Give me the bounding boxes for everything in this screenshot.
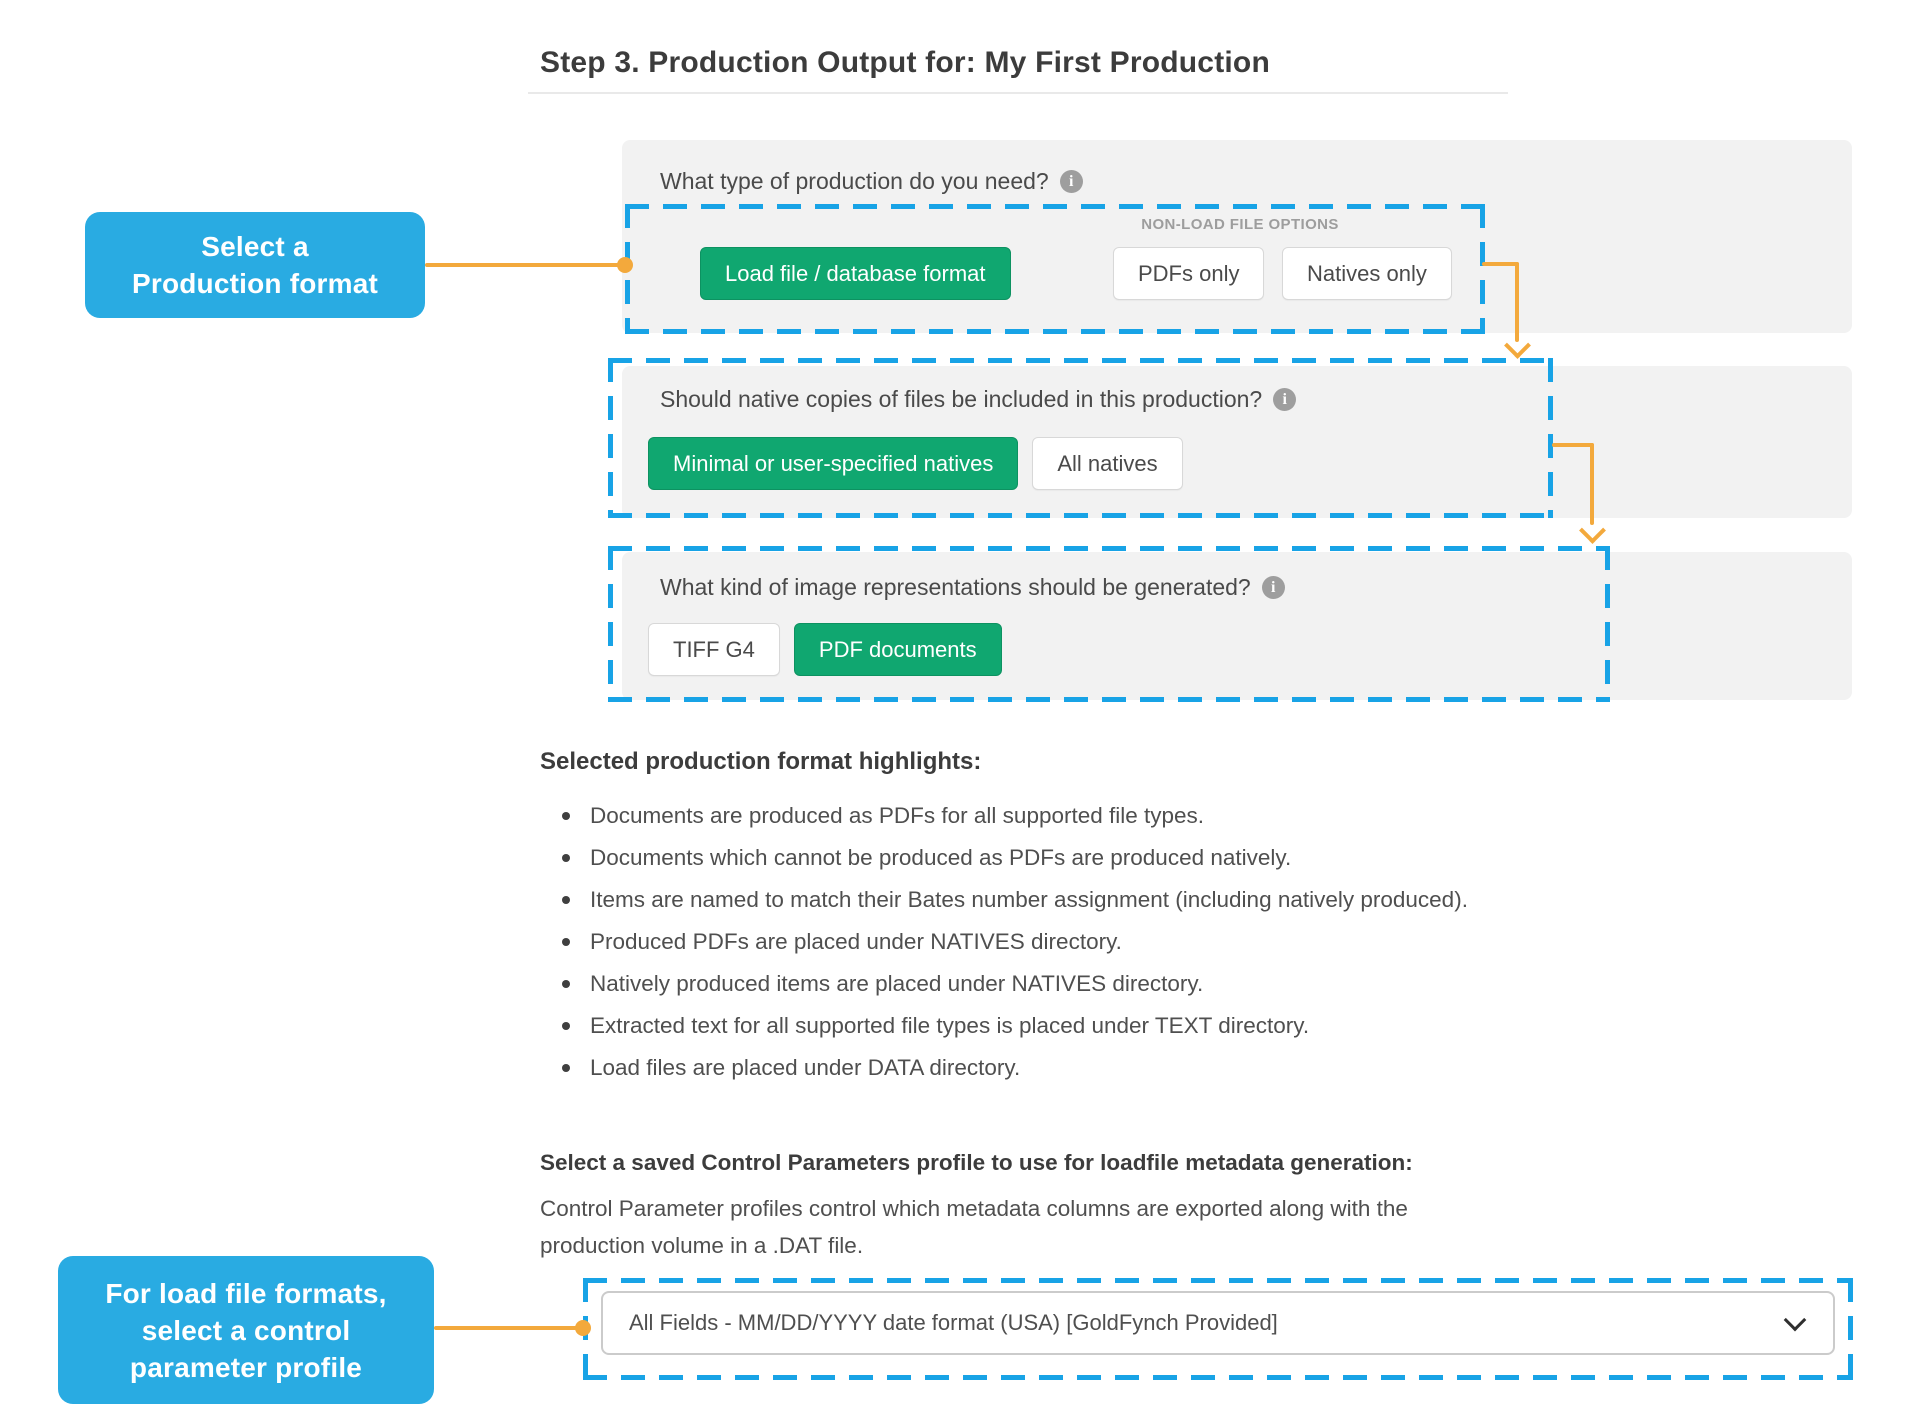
callout-line: Select a <box>201 231 309 262</box>
arrow-line <box>425 263 620 267</box>
arrow-line <box>1590 443 1594 525</box>
arrow-head-down-icon <box>1579 517 1606 544</box>
highlight-text: Extracted text for all supported file ty… <box>590 1013 1310 1038</box>
list-item: Natively produced items are placed under… <box>562 970 1468 998</box>
list-item: Documents which cannot be produced as PD… <box>562 844 1468 872</box>
control-parameters-description: Control Parameter profiles control which… <box>540 1196 1408 1258</box>
list-item: Items are named to match their Bates num… <box>562 886 1468 914</box>
arrow-line <box>1552 443 1594 447</box>
highlight-text: Items are named to match their Bates num… <box>590 887 1468 912</box>
callout-line: For load file formats, <box>105 1277 387 1309</box>
bullet-icon <box>562 938 570 946</box>
info-icon[interactable]: i <box>1059 170 1083 193</box>
minimal-natives-button[interactable]: Minimal or user-specified natives <box>648 437 1019 490</box>
question-production-type: What type of production do you need? i <box>660 168 1083 195</box>
natives-only-button[interactable]: Natives only <box>1282 247 1452 300</box>
callout-line: select a control <box>141 1314 351 1346</box>
arrow-dot <box>575 1320 591 1336</box>
highlights-list: Documents are produced as PDFs for all s… <box>562 802 1468 1096</box>
arrow-line <box>1515 262 1519 342</box>
highlight-text: Natively produced items are placed under… <box>590 971 1204 996</box>
callout-select-production-format: Select a Production format <box>85 212 425 318</box>
bullet-icon <box>562 1022 570 1030</box>
highlights-heading: Selected production format highlights: <box>540 748 982 775</box>
chevron-down-icon <box>1783 1308 1807 1332</box>
bullet-icon <box>562 854 570 862</box>
question-image-representation: What kind of image representations shoul… <box>660 574 1285 601</box>
info-icon[interactable]: i <box>1273 388 1297 411</box>
tiff-g4-button[interactable]: TIFF G4 <box>648 623 780 676</box>
highlight-text: Produced PDFs are placed under NATIVES d… <box>590 929 1122 954</box>
arrow-line <box>434 1326 584 1330</box>
callout-line: parameter profile <box>129 1351 363 1383</box>
page-title: Step 3. Production Output for: My First … <box>540 46 1270 79</box>
control-parameter-select[interactable]: All Fields - MM/DD/YYYY date format (USA… <box>601 1291 1835 1355</box>
question-production-type-label: What type of production do you need? <box>660 168 1049 194</box>
bullet-icon <box>562 1064 570 1072</box>
question-native-copies-label: Should native copies of files be include… <box>660 386 1263 412</box>
arrow-line <box>1482 262 1519 266</box>
callout-control-parameter-profile: For load file formats, select a control … <box>58 1256 434 1404</box>
bullet-icon <box>562 812 570 820</box>
question-image-representation-label: What kind of image representations shoul… <box>660 574 1251 600</box>
highlight-text: Documents are produced as PDFs for all s… <box>590 803 1205 828</box>
control-parameter-selected-value: All Fields - MM/DD/YYYY date format (USA… <box>629 1310 1278 1335</box>
pdf-documents-button[interactable]: PDF documents <box>793 623 1002 676</box>
question-native-copies: Should native copies of files be include… <box>660 386 1297 413</box>
info-icon[interactable]: i <box>1261 576 1285 599</box>
list-item: Load files are placed under DATA directo… <box>562 1054 1468 1082</box>
image-representation-button-group: TIFF G4 PDF documents <box>648 623 1002 676</box>
bullet-icon <box>562 896 570 904</box>
highlight-text: Documents which cannot be produced as PD… <box>590 845 1292 870</box>
highlight-text: Load files are placed under DATA directo… <box>590 1055 1021 1080</box>
all-natives-button[interactable]: All natives <box>1032 437 1183 490</box>
bullet-icon <box>562 980 570 988</box>
callout-line: Production format <box>131 268 379 299</box>
list-item: Extracted text for all supported file ty… <box>562 1012 1468 1040</box>
load-file-database-format-button[interactable]: Load file / database format <box>700 247 1011 300</box>
title-divider <box>528 92 1508 94</box>
control-parameters-prompt: Select a saved Control Parameters profil… <box>540 1150 1413 1175</box>
native-copies-button-group: Minimal or user-specified natives All na… <box>648 437 1183 490</box>
list-item: Produced PDFs are placed under NATIVES d… <box>562 928 1468 956</box>
list-item: Documents are produced as PDFs for all s… <box>562 802 1468 830</box>
arrow-head-down-icon <box>1504 332 1531 359</box>
arrow-dot <box>617 257 633 273</box>
non-load-file-options-label: NON-LOAD FILE OPTIONS <box>1141 216 1339 233</box>
pdfs-only-button[interactable]: PDFs only <box>1113 247 1265 300</box>
